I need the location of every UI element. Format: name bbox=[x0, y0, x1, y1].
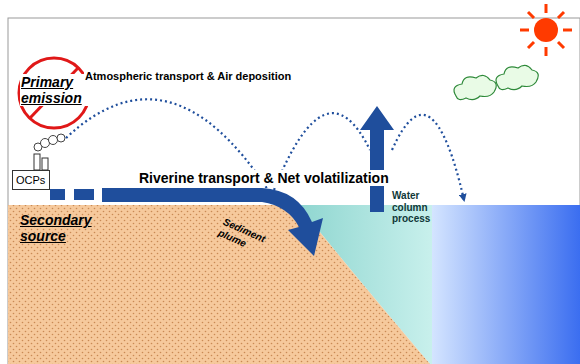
sun bbox=[520, 4, 572, 56]
primary-emission-label: Primary emission bbox=[20, 74, 94, 106]
volatilization-arrow bbox=[360, 106, 394, 212]
open-sea bbox=[430, 205, 580, 364]
water-column-label: Water column process bbox=[392, 190, 440, 225]
riverine-label: Riverine transport & Net volatilization bbox=[138, 170, 390, 186]
factory-box: OCPs bbox=[12, 170, 50, 190]
box-text: OCPs bbox=[16, 174, 46, 186]
frame bbox=[8, 18, 580, 364]
atmospheric-label: Atmospheric transport & Air deposition bbox=[84, 70, 292, 83]
factory bbox=[34, 134, 65, 170]
sediment-ground bbox=[8, 205, 430, 364]
secondary-source-label: Secondary source bbox=[20, 212, 106, 244]
cloud bbox=[454, 65, 538, 99]
atmospheric-arc bbox=[66, 99, 464, 200]
